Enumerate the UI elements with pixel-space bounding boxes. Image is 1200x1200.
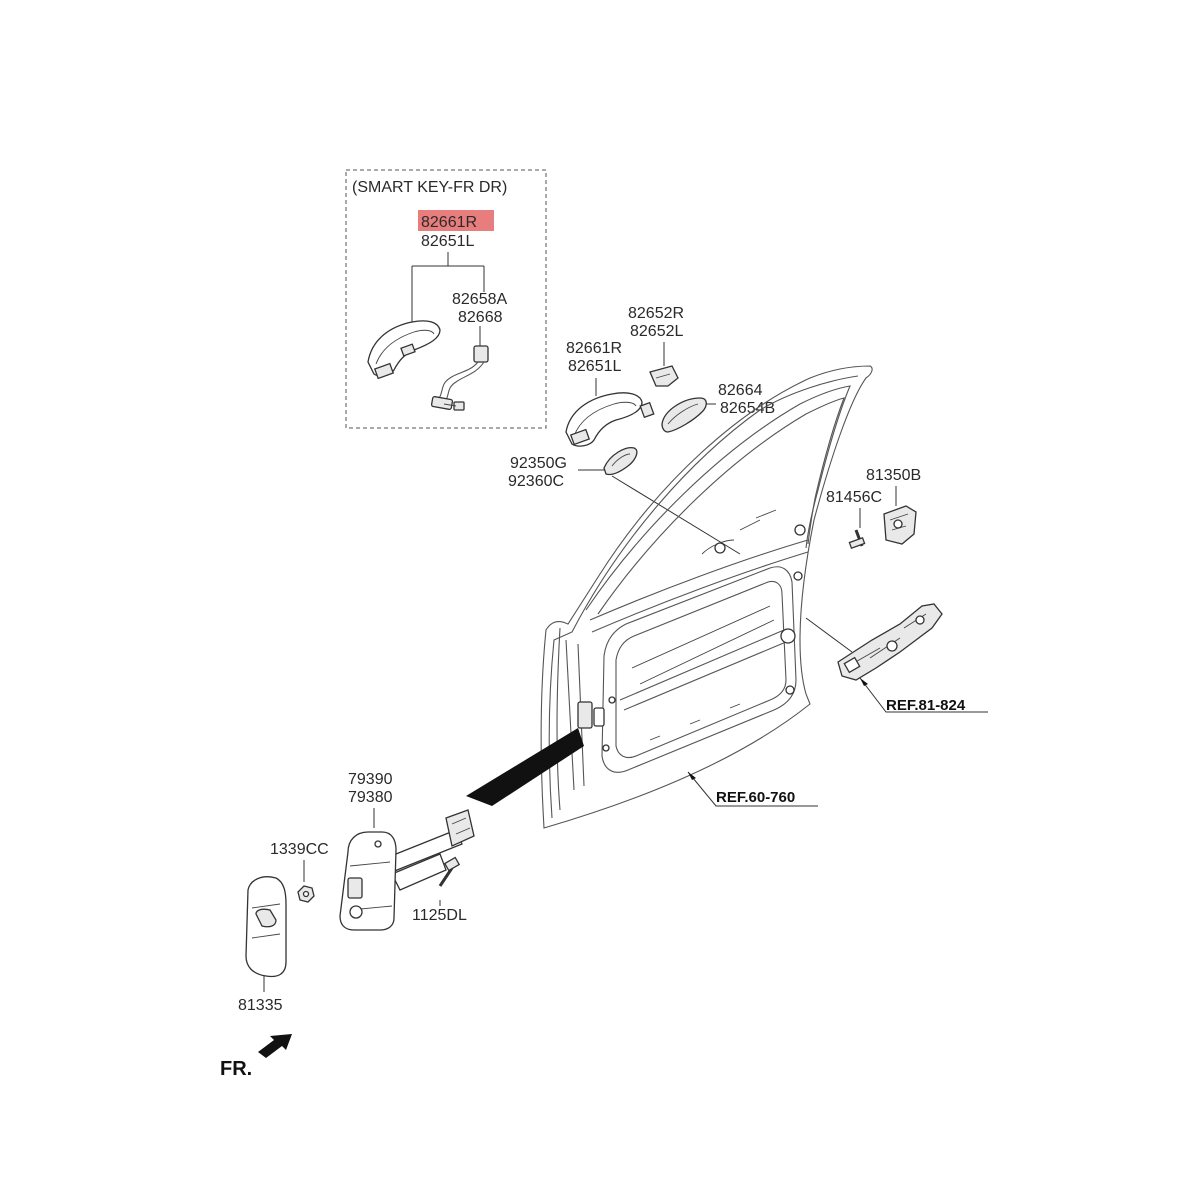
hinge-cover xyxy=(245,876,287,978)
part-number-81456c[interactable]: 81456C xyxy=(826,489,882,506)
outside-door-handle xyxy=(565,392,655,447)
front-direction-label: FR. xyxy=(220,1058,252,1080)
part-number-82654b[interactable]: 82654B xyxy=(720,400,775,417)
part-number-81335[interactable]: 81335 xyxy=(238,997,283,1014)
handle-to-door-line xyxy=(611,475,741,555)
door-lock-assembly xyxy=(837,603,943,681)
part-number-82664[interactable]: 82664 xyxy=(718,382,763,399)
front-direction-arrow-icon xyxy=(258,1034,292,1058)
smart-key-wire-harness xyxy=(430,345,489,411)
door-check-strap xyxy=(385,809,475,891)
part-highlight xyxy=(418,210,494,231)
part-number-82652l[interactable]: 82652L xyxy=(630,323,683,340)
door-striker xyxy=(883,505,917,545)
part-number-81350b[interactable]: 81350B xyxy=(866,467,921,484)
smart-key-dashed-box xyxy=(345,169,547,429)
striker-bolt xyxy=(848,529,866,550)
part-number-79380[interactable]: 79380 xyxy=(348,789,393,806)
part-number-82661r-highlighted[interactable]: 82661R xyxy=(421,214,477,231)
part-number-82661r[interactable]: 82661R xyxy=(566,340,622,357)
part-number-82668[interactable]: 82668 xyxy=(458,309,503,326)
handle-cover-cap xyxy=(649,365,679,387)
door-check-bolt xyxy=(438,856,461,887)
part-number-1125dl[interactable]: 1125DL xyxy=(412,907,467,924)
handle-bezel-lamp xyxy=(603,447,638,476)
front-door-panel xyxy=(540,365,873,829)
smart-key-bracket-leader xyxy=(411,252,485,322)
part-number-92350g[interactable]: 92350G xyxy=(510,455,567,472)
part-number-82651l-box[interactable]: 82651L xyxy=(421,233,474,250)
door-check-guide-ribbon xyxy=(466,728,584,806)
smart-key-door-handle xyxy=(367,320,441,380)
part-number-82651l[interactable]: 82651L xyxy=(568,358,621,375)
ref-lock-leader xyxy=(859,677,988,713)
hex-nut xyxy=(297,885,315,903)
lock-to-door-line xyxy=(805,617,853,653)
part-number-1339cc[interactable]: 1339CC xyxy=(270,841,329,858)
part-number-92360c[interactable]: 92360C xyxy=(508,473,564,490)
part-number-82658a[interactable]: 82658A xyxy=(452,291,507,308)
ref-81-824[interactable]: REF.81-824 xyxy=(886,697,966,714)
handle-gasket-pad xyxy=(661,397,707,433)
part-number-82652r[interactable]: 82652R xyxy=(628,305,684,322)
part-number-79390[interactable]: 79390 xyxy=(348,771,393,788)
ref-door-leader xyxy=(687,771,818,807)
door-check-bracket xyxy=(339,831,397,931)
ref-60-760[interactable]: REF.60-760 xyxy=(716,789,795,806)
smart-key-title: (SMART KEY-FR DR) xyxy=(352,179,507,196)
